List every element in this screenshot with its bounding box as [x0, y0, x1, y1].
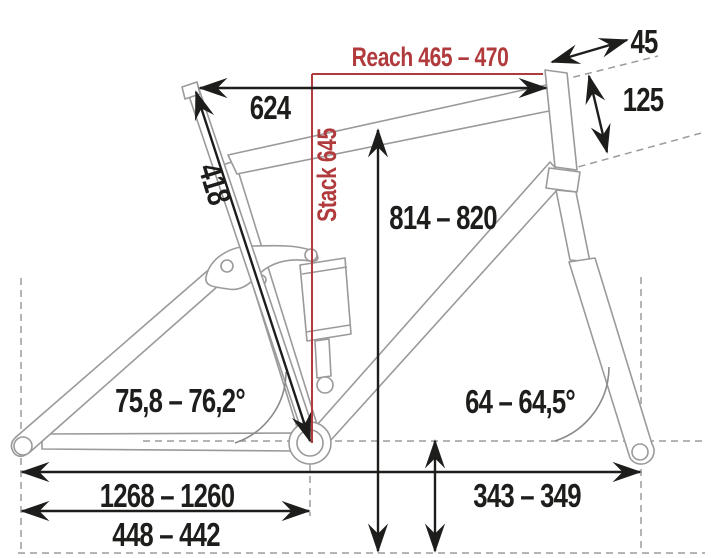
head-bottom-reference — [566, 131, 706, 171]
bb-height-label: 343 – 349 — [473, 478, 581, 515]
fork-stanchion — [555, 189, 591, 263]
rear-dropout — [13, 436, 33, 456]
head-tube-arrow — [585, 74, 611, 154]
seatstay — [10, 258, 236, 458]
head-tube-label: 125 — [623, 82, 664, 119]
stack-label: Stack 645 — [313, 128, 343, 222]
wheelbase-label: 1268 – 1260 — [100, 478, 235, 515]
shock-cap-bottom — [305, 324, 351, 333]
front-axle — [631, 443, 649, 461]
seat-angle-label: 75,8 – 76,2° — [115, 383, 245, 420]
head-angle-arc — [554, 366, 610, 442]
rocker-pivot-rear — [220, 259, 234, 273]
shock-shaft — [314, 338, 332, 379]
reach-stack-lines — [311, 73, 543, 443]
reach-label: Reach 465 – 470 — [352, 43, 509, 73]
bb-bore — [296, 429, 324, 457]
fork-offset-label: 45 — [630, 24, 657, 61]
head-angle-label: 64 – 64,5° — [465, 384, 575, 421]
seat-tube-arrow — [194, 90, 312, 443]
chainstay — [41, 432, 298, 452]
dimension-arrows — [20, 38, 642, 553]
top-tube-label: 624 — [250, 90, 292, 127]
shock-eyelet — [316, 376, 334, 394]
front-height-label: 814 – 820 — [389, 200, 497, 237]
fork-crown — [545, 167, 581, 193]
fork-lower-leg — [568, 257, 655, 465]
chainstay-label: 448 – 442 — [112, 517, 220, 554]
head-tube — [544, 69, 578, 171]
dimension-labels: Reach 465 – 470 Stack 645 624 418 45 125… — [100, 24, 665, 554]
fork-offset-arrow — [550, 38, 629, 64]
